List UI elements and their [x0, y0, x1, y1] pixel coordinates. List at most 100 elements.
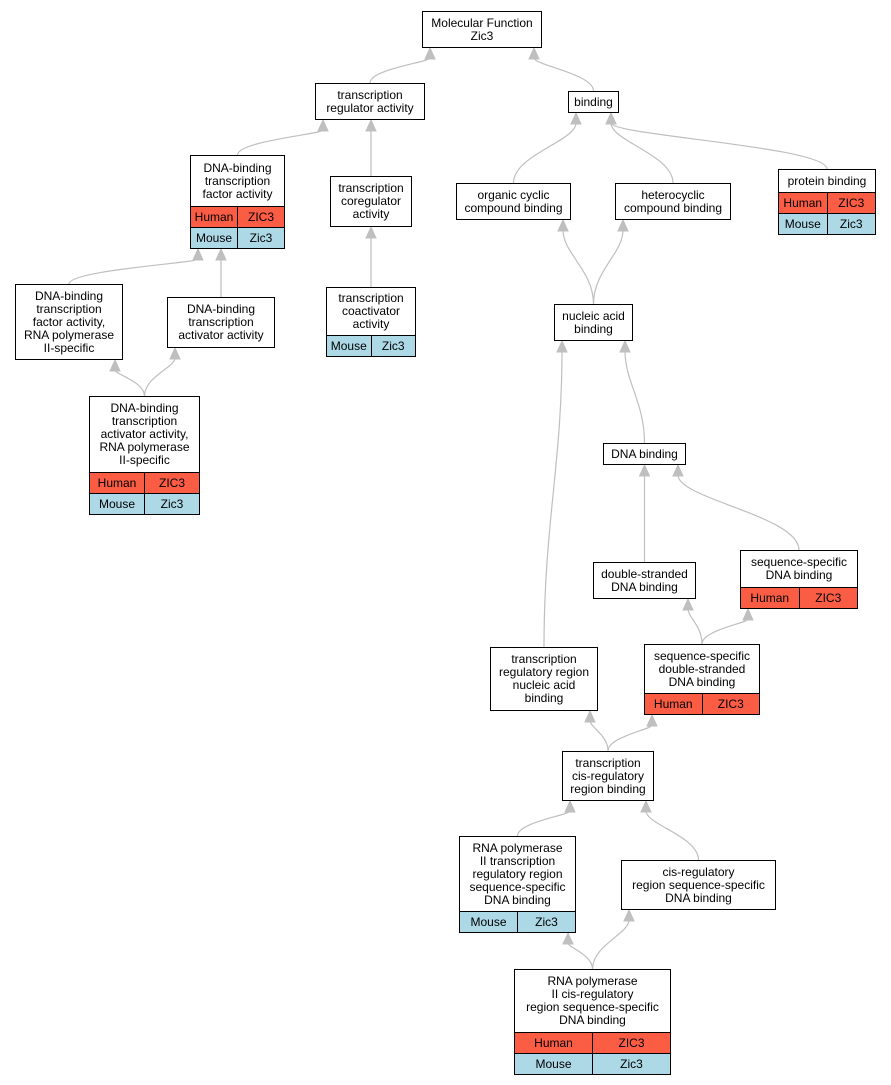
species-cell: Human	[783, 195, 823, 210]
node-label-line: cis-regulatory	[662, 864, 735, 879]
node-label-line: activity	[352, 207, 390, 221]
mouse-annotation-row: Mouse Zic3	[779, 213, 875, 234]
node-dna-binding-tf-activity-rnap2[interactable]: DNA-binding transcription factor activit…	[15, 284, 123, 360]
gene-cell: ZIC3	[144, 473, 199, 493]
human-annotation-row: Human ZIC3	[515, 1032, 670, 1053]
edge-arrowhead	[169, 346, 181, 360]
edge-line	[645, 810, 700, 861]
gene-cell: ZIC3	[701, 694, 760, 714]
node-nucleic-acid-binding[interactable]: nucleic acid binding	[554, 304, 633, 341]
node-dna-binding-tf-activity[interactable]: DNA-binding transcription factor activit…	[190, 155, 285, 249]
species-cell: Human	[97, 475, 137, 490]
edge-line	[610, 122, 674, 184]
species-cell: Mouse	[98, 496, 136, 511]
node-label: transcription regulatory region nucleic …	[491, 648, 597, 710]
node-label-line: nucleic acid	[512, 678, 576, 692]
node-label-line: transcription	[511, 652, 577, 666]
edge-line	[533, 57, 595, 92]
node-transcription-cis-regulatory-region-binding[interactable]: transcription cis-regulatory region bind…	[562, 751, 654, 801]
node-label-line: DNA-binding	[203, 160, 272, 175]
node-label-line: organic cyclic	[477, 187, 550, 202]
node-sequence-specific-dna-binding[interactable]: sequence-specific DNA binding Human ZIC3	[740, 550, 858, 609]
node-label-line: II-specific	[119, 453, 170, 467]
edge-line	[592, 229, 624, 305]
edge-arrowhead	[617, 218, 629, 232]
node-sequence-specific-ds-dna-binding[interactable]: sequence-specific double-stranded DNA bi…	[644, 644, 760, 715]
node-dna-binding-ta-activity-rnap2[interactable]: DNA-binding transcription activator acti…	[89, 396, 200, 515]
node-label: RNA polymerase II transcription regulato…	[460, 837, 575, 911]
node-label-line: Zic3	[470, 28, 494, 43]
node-label-line: sequence-specific	[653, 648, 751, 663]
node-label-line: coactivator	[341, 304, 401, 318]
node-rnap2-cis-regulatory-region-ssdb[interactable]: RNA polymerase II cis-regulatory region …	[514, 969, 671, 1075]
gene-cell: Zic3	[592, 1054, 670, 1074]
node-label-line: transcription	[337, 87, 403, 102]
node-dna-binding[interactable]: DNA binding	[603, 443, 686, 465]
edge-arrowhead	[672, 463, 684, 477]
node-transcription-regulatory-region-nab[interactable]: transcription regulatory region nucleic …	[490, 647, 598, 711]
species-cell: Mouse	[330, 338, 367, 353]
node-label-line: transcription	[338, 291, 404, 305]
edge-line	[68, 258, 199, 285]
node-label: DNA-binding transcription activator acti…	[90, 397, 199, 472]
node-label: protein binding	[779, 170, 875, 192]
edge-line	[114, 369, 146, 397]
species-cell: Human	[750, 590, 790, 605]
node-label: transcription regulator activity	[316, 84, 424, 119]
species-cell: Mouse	[195, 230, 233, 245]
edge-line	[369, 57, 431, 84]
node-transcription-coregulator-activity[interactable]: transcription coregulator activity	[330, 176, 412, 227]
edge-arrowhead	[584, 709, 596, 723]
node-label: nucleic acid binding	[555, 305, 632, 340]
edge-arrowhead	[742, 607, 754, 621]
node-label-line: RNA polymerase	[23, 327, 115, 342]
node-label-line: RNA polymerase	[99, 440, 190, 454]
gene-cell: ZIC3	[826, 193, 876, 213]
node-double-stranded-dna-binding[interactable]: double-stranded DNA binding	[593, 562, 696, 599]
edge-line	[677, 474, 800, 551]
node-organic-cyclic-compound-binding[interactable]: organic cyclic compound binding	[456, 183, 571, 220]
edge-arrowhead	[192, 247, 204, 261]
node-label-line: sequence-specific	[750, 555, 848, 569]
node-rnap2-transcription-regulatory-region-ssdb[interactable]: RNA polymerase II transcription regulato…	[459, 836, 576, 933]
node-molecular-function[interactable]: Molecular Function Zic3	[422, 11, 542, 48]
edge-arrowhead	[424, 46, 436, 60]
edge-arrowhead	[605, 111, 617, 125]
gene-cell: Zic3	[237, 228, 284, 248]
node-label-line: II cis-regulatory	[551, 987, 634, 1001]
node-cis-regulatory-region-ssdb[interactable]: cis-regulatory region sequence-specific …	[621, 860, 776, 910]
gene-cell: Zic3	[826, 214, 876, 234]
node-label: double-stranded DNA binding	[594, 563, 695, 598]
node-label-line: sequence-specific	[469, 879, 566, 894]
node-transcription-coactivator-activity[interactable]: transcription coactivator activity Mouse…	[326, 287, 416, 357]
edge-line	[610, 122, 828, 170]
node-label: heterocyclic compound binding	[616, 184, 730, 219]
species-cell: Mouse	[784, 216, 821, 231]
node-label-line: factor activity	[202, 186, 273, 201]
node-label: Molecular Function Zic3	[423, 12, 541, 47]
node-label-line: cis-regulatory	[571, 768, 645, 783]
species-cell: Human	[653, 696, 693, 711]
node-label: transcription coactivator activity	[327, 288, 415, 335]
node-label: sequence-specific double-stranded DNA bi…	[645, 645, 759, 693]
human-annotation-row: Human ZIC3	[645, 693, 759, 714]
node-dna-binding-ta-activity[interactable]: DNA-binding transcription activator acti…	[167, 297, 275, 348]
node-label: DNA-binding transcription activator acti…	[168, 298, 274, 347]
node-label: sequence-specific DNA binding	[741, 551, 857, 587]
node-label-line: DNA binding	[765, 568, 833, 582]
node-protein-binding[interactable]: protein binding Human ZIC3 Mouse Zic3	[778, 169, 876, 235]
node-heterocyclic-compound-binding[interactable]: heterocyclic compound binding	[615, 183, 731, 220]
mouse-annotation-row: Mouse Zic3	[327, 335, 415, 356]
edge-arrowhead	[556, 339, 568, 353]
node-label: transcription cis-regulatory region bind…	[563, 752, 653, 800]
node-label-line: region sequence-specific	[632, 877, 765, 892]
node-binding[interactable]: binding	[568, 91, 619, 113]
species-cell: Human	[194, 209, 234, 224]
node-label: DNA-binding transcription factor activit…	[16, 285, 122, 359]
edge-line	[516, 810, 571, 837]
node-label-line: heterocyclic	[641, 187, 705, 202]
node-transcription-regulator-activity[interactable]: transcription regulator activity	[315, 83, 425, 120]
node-label: cis-regulatory region sequence-specific …	[622, 861, 775, 909]
node-label: RNA polymerase II cis-regulatory region …	[515, 970, 670, 1032]
node-label: DNA-binding transcription factor activit…	[191, 156, 284, 206]
